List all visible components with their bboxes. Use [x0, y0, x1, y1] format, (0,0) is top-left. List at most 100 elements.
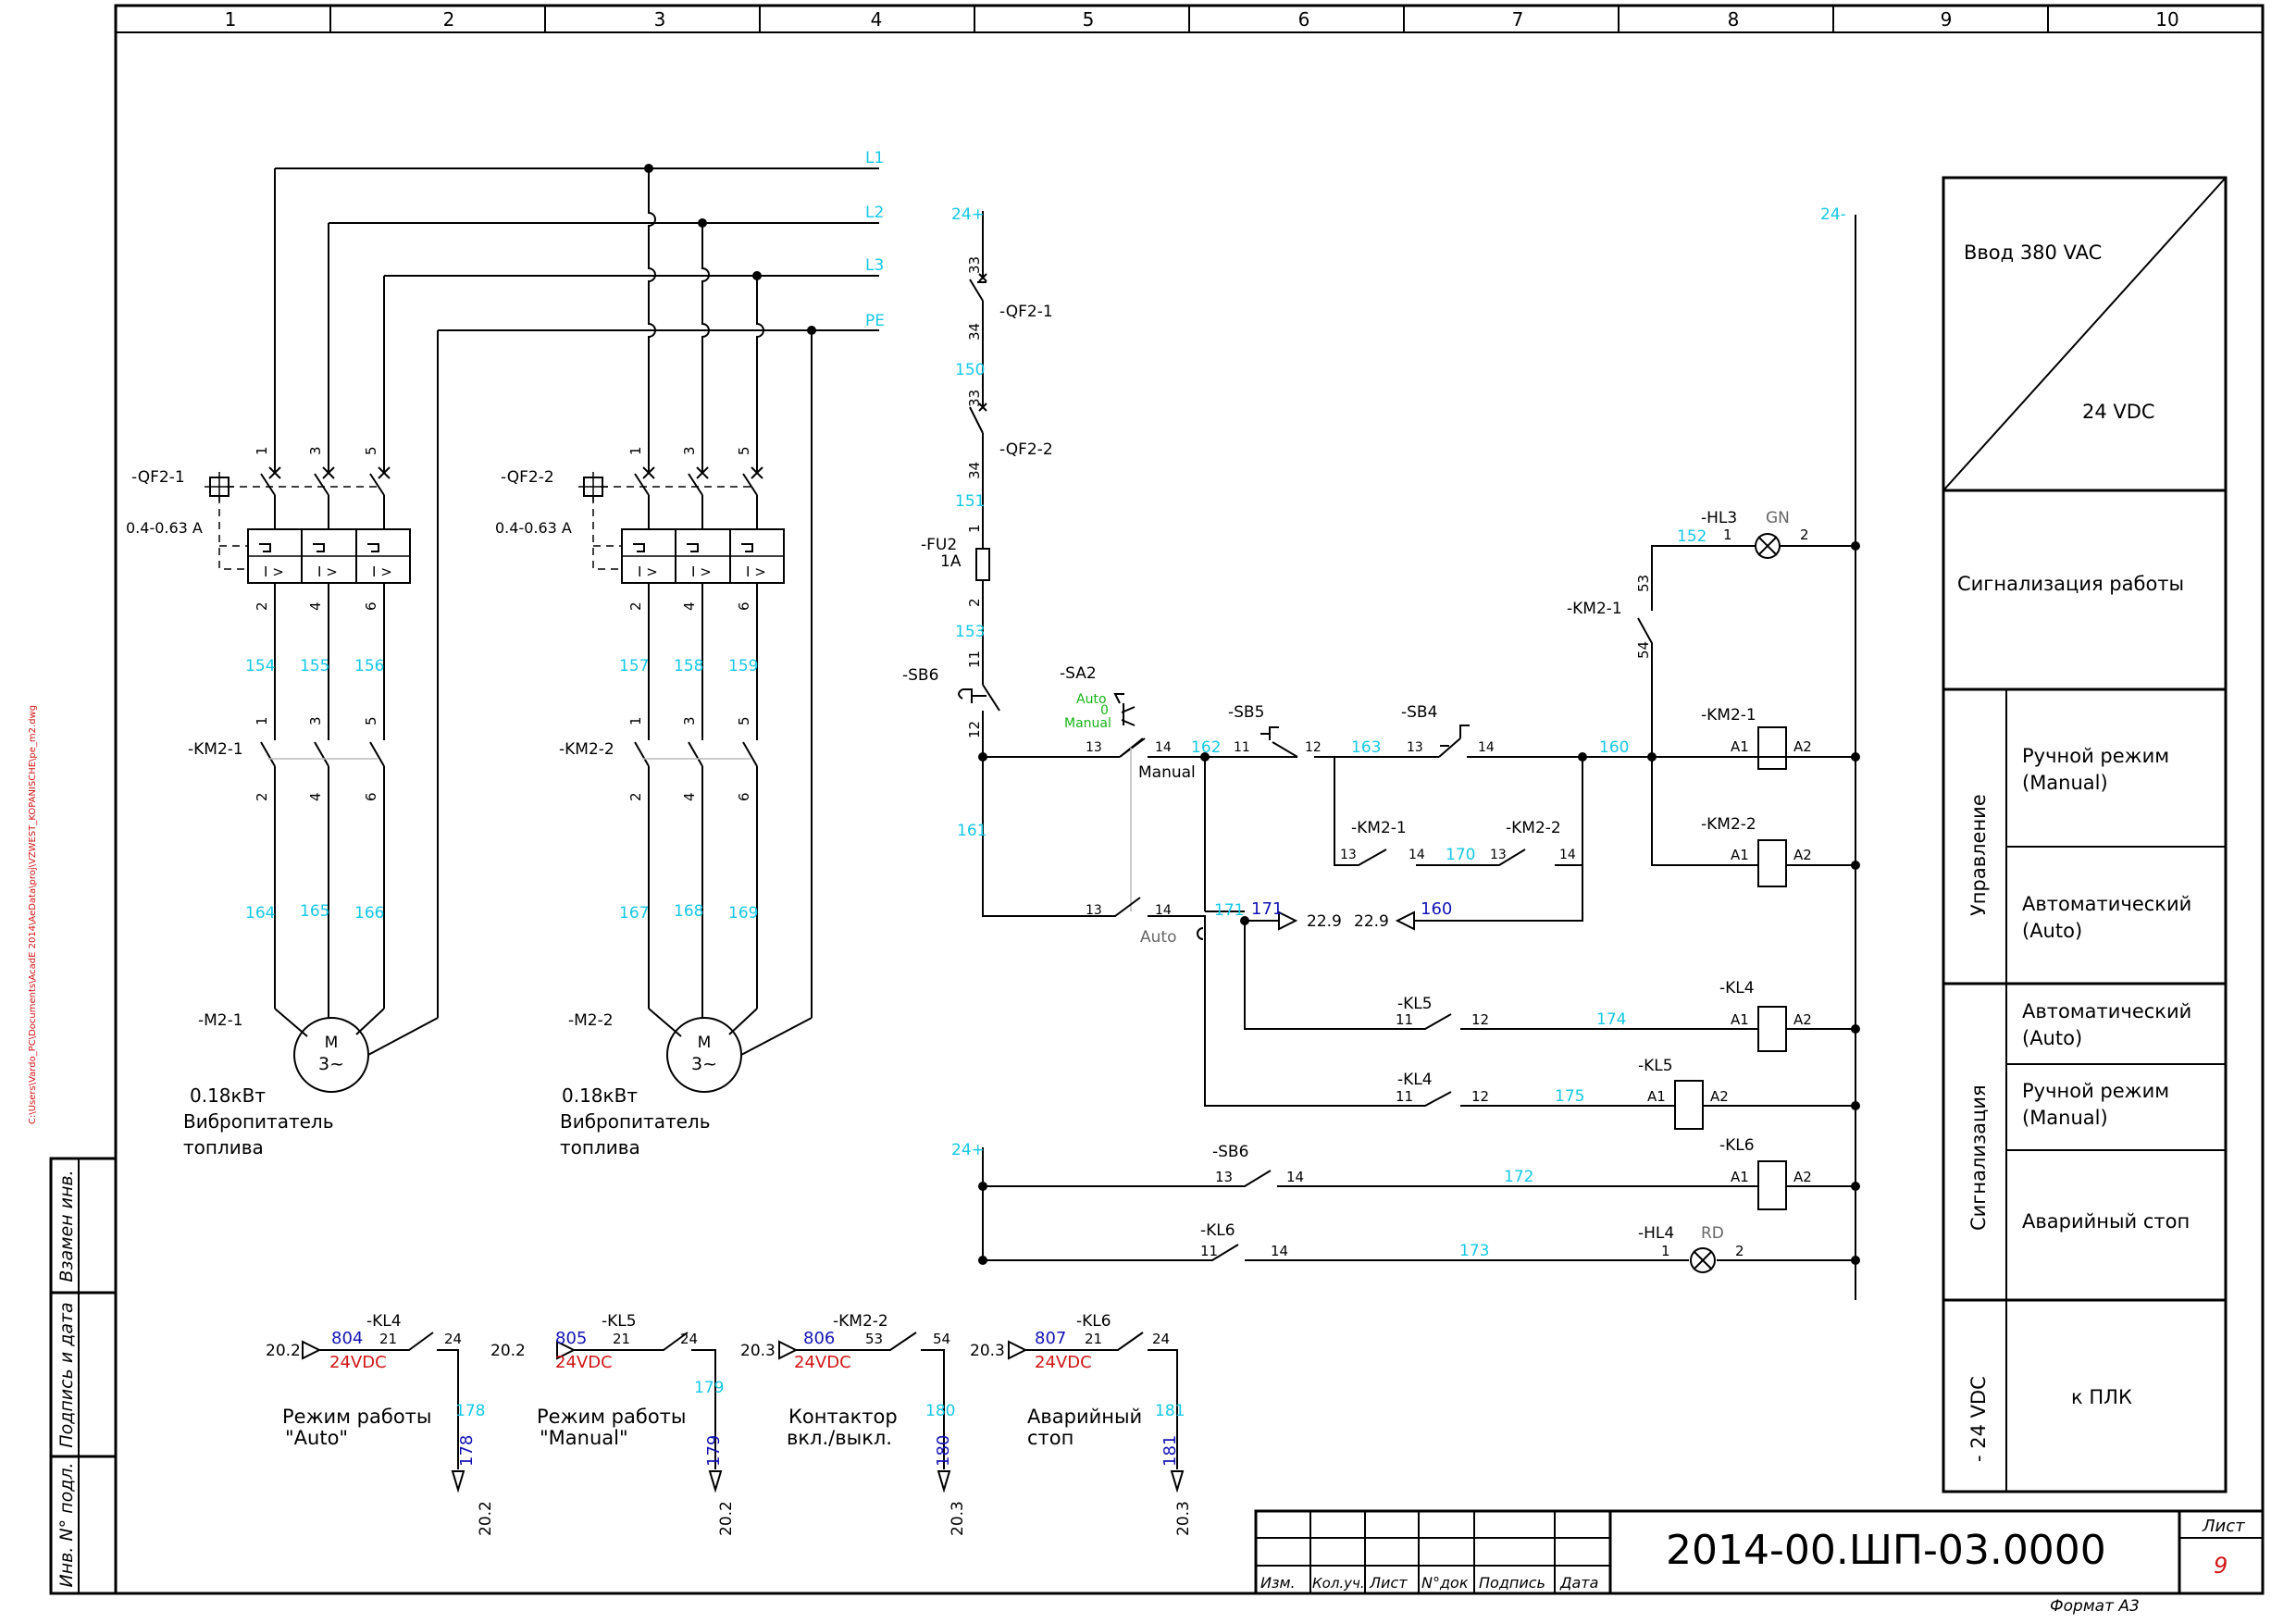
terminal: 2 — [1800, 527, 1809, 543]
title-col: N°док — [1421, 1574, 1469, 1592]
qf2-2-rating: 0.4-0.63 A — [495, 519, 572, 537]
legend-24vdc: 24 VDC — [2082, 401, 2155, 423]
legend-group-signal: Сигнализация — [1967, 1084, 1990, 1231]
wire-number: 153 — [955, 623, 985, 641]
motor-branch-1: M 3~ — [205, 168, 439, 1093]
legend-row: (Manual) — [2022, 772, 2108, 794]
legend-group-24vdc: - 24 VDC — [1967, 1376, 1990, 1462]
plc-contacts — [302, 1332, 1185, 1493]
motor-branch-2: M 3~ — [578, 168, 813, 1093]
legend-row: Автоматический — [2022, 1000, 2191, 1022]
terminal: 11 — [966, 650, 983, 668]
terminal: 12 — [1305, 740, 1322, 755]
trip-symbol: I > — [317, 564, 338, 580]
terminal: 14 — [1155, 740, 1172, 755]
plc-ref: 20.3 — [740, 1342, 776, 1360]
terminal: 13 — [1086, 740, 1102, 755]
ref-in: 22.9 — [1354, 912, 1389, 931]
plc-desc1: Режим работы — [537, 1406, 686, 1428]
plc-out: 20.2 — [477, 1501, 495, 1536]
column-number: 6 — [1298, 8, 1310, 31]
terminal: 3 — [681, 716, 698, 725]
km2-1-label: -KM2-1 — [188, 740, 243, 759]
wire-number: 173 — [1459, 1242, 1489, 1260]
kl4-contact: -KL4 — [1397, 1071, 1433, 1089]
km2-1-aux: -KM2-1 — [1351, 819, 1407, 837]
power-buses: L1 L2 L3 PE — [275, 149, 885, 335]
wire-number: 162 — [1191, 738, 1221, 757]
wire-number: 175 — [1555, 1087, 1584, 1106]
terminal: 5 — [363, 446, 379, 455]
terminal: 2 — [254, 792, 270, 801]
column-number: 4 — [871, 8, 883, 31]
terminal: 6 — [736, 601, 752, 611]
legend-table — [1942, 176, 2228, 1493]
terminal: 6 — [736, 792, 752, 801]
terminal: 14 — [1478, 740, 1495, 755]
kl5-contact: -KL5 — [1397, 995, 1433, 1013]
wire-number: 152 — [1677, 527, 1706, 546]
terminal: 14 — [1286, 1169, 1304, 1185]
terminal: 1 — [627, 446, 644, 455]
wire-number: 170 — [1446, 846, 1475, 864]
wire-number: 156 — [354, 657, 384, 675]
legend-row: (Manual) — [2022, 1107, 2108, 1129]
wire-number: 172 — [1504, 1168, 1533, 1186]
title-block — [1254, 1509, 2265, 1595]
terminal: 1 — [254, 716, 270, 725]
terminal: 34 — [966, 462, 983, 479]
plc-wire: 805 — [555, 1329, 587, 1348]
terminal: 5 — [363, 716, 379, 725]
plc-wire: 804 — [331, 1329, 363, 1348]
wire-number: 171 — [1214, 901, 1244, 920]
terminal: 13 — [1215, 1169, 1233, 1185]
column-number: 10 — [2155, 8, 2178, 31]
terminal: 1 — [966, 524, 983, 533]
coil-a2: A2 — [1710, 1088, 1729, 1105]
wire-number: 151 — [955, 492, 985, 511]
bus-l3: L3 — [865, 256, 884, 275]
wire-number: 168 — [674, 902, 703, 921]
km2-2-aux: -KM2-2 — [1506, 819, 1561, 837]
coil-a2: A2 — [1793, 738, 1812, 755]
terminal: 33 — [966, 390, 983, 407]
qf2-1-label: -QF2-1 — [131, 468, 185, 487]
bus-24p: 24+ — [951, 205, 985, 224]
sb6-label: -SB6 — [902, 666, 938, 685]
coil-a1: A1 — [1731, 847, 1749, 863]
auto-label: Auto — [1140, 928, 1176, 947]
motor-2-desc2: топлива — [560, 1136, 640, 1158]
plc-voltage: 24VDC — [555, 1353, 613, 1372]
qf2-1-rating: 0.4-0.63 A — [126, 519, 203, 537]
wire-number: 161 — [957, 822, 987, 840]
wire-number-blue: 181 — [1160, 1435, 1180, 1467]
terminal: 24 — [444, 1331, 462, 1347]
title-col: Изм. — [1260, 1574, 1296, 1592]
column-number: 7 — [1512, 8, 1524, 31]
terminal: 5 — [736, 446, 752, 455]
plc-device: -KL4 — [366, 1312, 402, 1331]
terminal: 14 — [1559, 848, 1576, 862]
terminal: 24 — [680, 1331, 698, 1347]
trip-symbol: I > — [691, 564, 712, 580]
terminal: 1 — [627, 716, 644, 725]
motor-2-labels: -QF2-2 0.4-0.63 A -KM2-2 -M2-2 0.18кВт В… — [495, 446, 766, 1158]
terminal: 54 — [933, 1331, 950, 1347]
sa2-manual: Manual — [1064, 716, 1111, 731]
plc-ref: 20.3 — [970, 1342, 1005, 1360]
coil-a2: A2 — [1793, 1169, 1812, 1185]
terminal: 2 — [627, 792, 644, 801]
motor-1-symbol: M — [325, 1034, 339, 1052]
kl6-coil: -KL6 — [1719, 1136, 1755, 1155]
format-label: Формат А3 — [2050, 1597, 2140, 1616]
coil-a1: A1 — [1731, 738, 1749, 755]
hl3-label: -HL3 — [1701, 509, 1737, 527]
wire-number: 157 — [619, 657, 649, 675]
sb5-label: -SB5 — [1228, 703, 1264, 722]
hl4-label: -HL4 — [1638, 1224, 1674, 1243]
title-labels: 2014-00.ШП-03.0000 Изм. Кол.уч. Лист N°д… — [1260, 1517, 2245, 1616]
column-number: 3 — [654, 8, 666, 31]
qf2-1-aux-label: -QF2-1 — [999, 303, 1053, 321]
coil-a1: A1 — [1731, 1169, 1749, 1185]
km2-1-signal: -KM2-1 — [1567, 600, 1622, 618]
